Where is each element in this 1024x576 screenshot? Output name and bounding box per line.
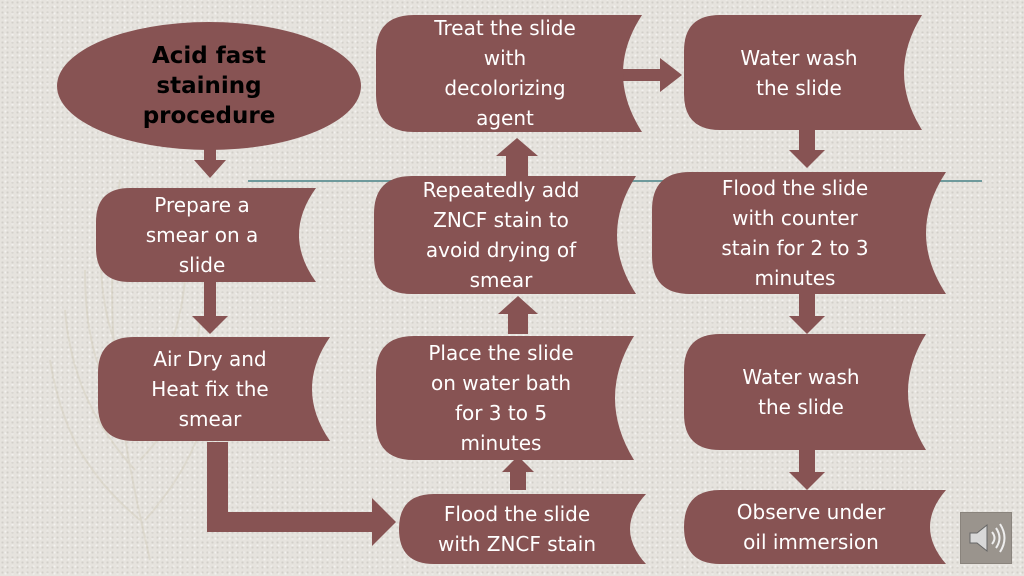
step-5-label: Repeatedly add ZNCF stain to avoid dryin… <box>422 178 580 292</box>
title-ellipse <box>57 22 361 150</box>
arrow-step2-to-step3 <box>207 442 396 546</box>
step-box-3 <box>399 494 646 564</box>
step-box-6 <box>376 15 642 132</box>
step-8-label: Flood the slide with counter stain for 2… <box>721 176 869 290</box>
step-box-8 <box>652 172 946 294</box>
step-box-5 <box>374 176 636 294</box>
arrow-step6-to-step7 <box>604 58 682 92</box>
step-box-9 <box>684 334 926 450</box>
step-1-label: Prepare a smear on a slide <box>145 193 259 277</box>
step-box-7 <box>684 15 922 130</box>
speaker-icon <box>969 523 1006 553</box>
step-3-label: Flood the slide with ZNCF stain <box>437 502 597 556</box>
step-10-label: Observe under oil immersion <box>736 500 886 554</box>
arrow-step4-to-step5 <box>498 296 538 334</box>
step-box-4 <box>376 336 634 460</box>
diagram-title: Acid fast staining procedure <box>142 43 276 129</box>
speaker-button[interactable] <box>960 512 1012 564</box>
step-9-label: Water wash the slide <box>742 365 860 419</box>
step-4-label: Place the slide on water bath for 3 to 5… <box>428 341 574 455</box>
arrow-step8-to-step9 <box>789 294 825 334</box>
arrow-step5-to-step6 <box>496 138 538 176</box>
step-box-2 <box>98 337 330 441</box>
step-box-10 <box>684 490 946 564</box>
arrow-title-to-step1 <box>194 148 226 178</box>
step-box-1 <box>96 188 316 282</box>
arrow-step1-to-step2 <box>192 282 228 334</box>
arrow-step3-to-step4 <box>502 456 534 490</box>
step-6-label: Treat the slide with decolorizing agent <box>434 16 576 130</box>
step-7-label: Water wash the slide <box>740 45 858 100</box>
step-2-label: Air Dry and Heat fix the smear <box>151 347 269 431</box>
arrow-step7-to-step8 <box>789 130 825 168</box>
arrow-step9-to-step10 <box>789 450 825 490</box>
